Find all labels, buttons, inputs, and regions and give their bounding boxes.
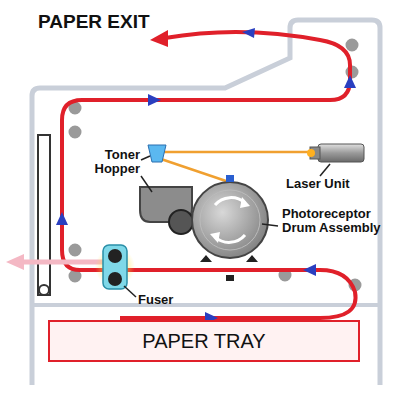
door-hinge	[39, 285, 49, 295]
fuser-roller	[108, 272, 122, 286]
paper-tray: PAPER TRAY	[48, 320, 360, 362]
transfer-corona	[226, 275, 234, 281]
rollers	[67, 37, 363, 293]
rotation-arrow	[215, 235, 245, 242]
part-label: Laser Unit	[286, 177, 386, 191]
rotation-arrowhead	[240, 197, 250, 208]
tray-label: PAPER TRAY	[142, 330, 265, 353]
direction-arrows	[56, 28, 356, 324]
transfer-points	[200, 255, 258, 262]
side-door	[38, 135, 50, 295]
rotation-arrowhead	[210, 232, 220, 243]
developer-roller	[169, 210, 193, 234]
leader-line	[320, 164, 330, 176]
output-arrowhead	[6, 254, 24, 270]
part-label: Toner Hopper	[78, 148, 140, 177]
rotation-arrow	[215, 198, 245, 205]
fuser-roller	[108, 249, 122, 263]
photoreceptor-drum	[192, 182, 268, 258]
charge-corona	[226, 175, 234, 182]
leader-line	[141, 156, 150, 160]
laser-beam	[158, 158, 226, 181]
fuser-housing	[103, 245, 127, 289]
laser-spot	[307, 149, 315, 157]
part-label: Fuser	[138, 293, 198, 307]
paper-path	[62, 32, 356, 318]
laser-unit	[318, 144, 364, 162]
leader-line	[262, 224, 278, 226]
part-label: Photoreceptor Drum Assembly	[282, 207, 386, 236]
printer-housing	[32, 20, 380, 385]
exit-label: PAPER EXIT	[38, 12, 198, 33]
tray-shelf	[32, 303, 380, 307]
mirror	[148, 145, 166, 162]
leader-line	[141, 176, 152, 192]
leader-line	[124, 286, 136, 297]
drum-rim	[200, 190, 260, 250]
laser-beam	[158, 151, 312, 154]
exit-arrowhead	[150, 30, 168, 47]
